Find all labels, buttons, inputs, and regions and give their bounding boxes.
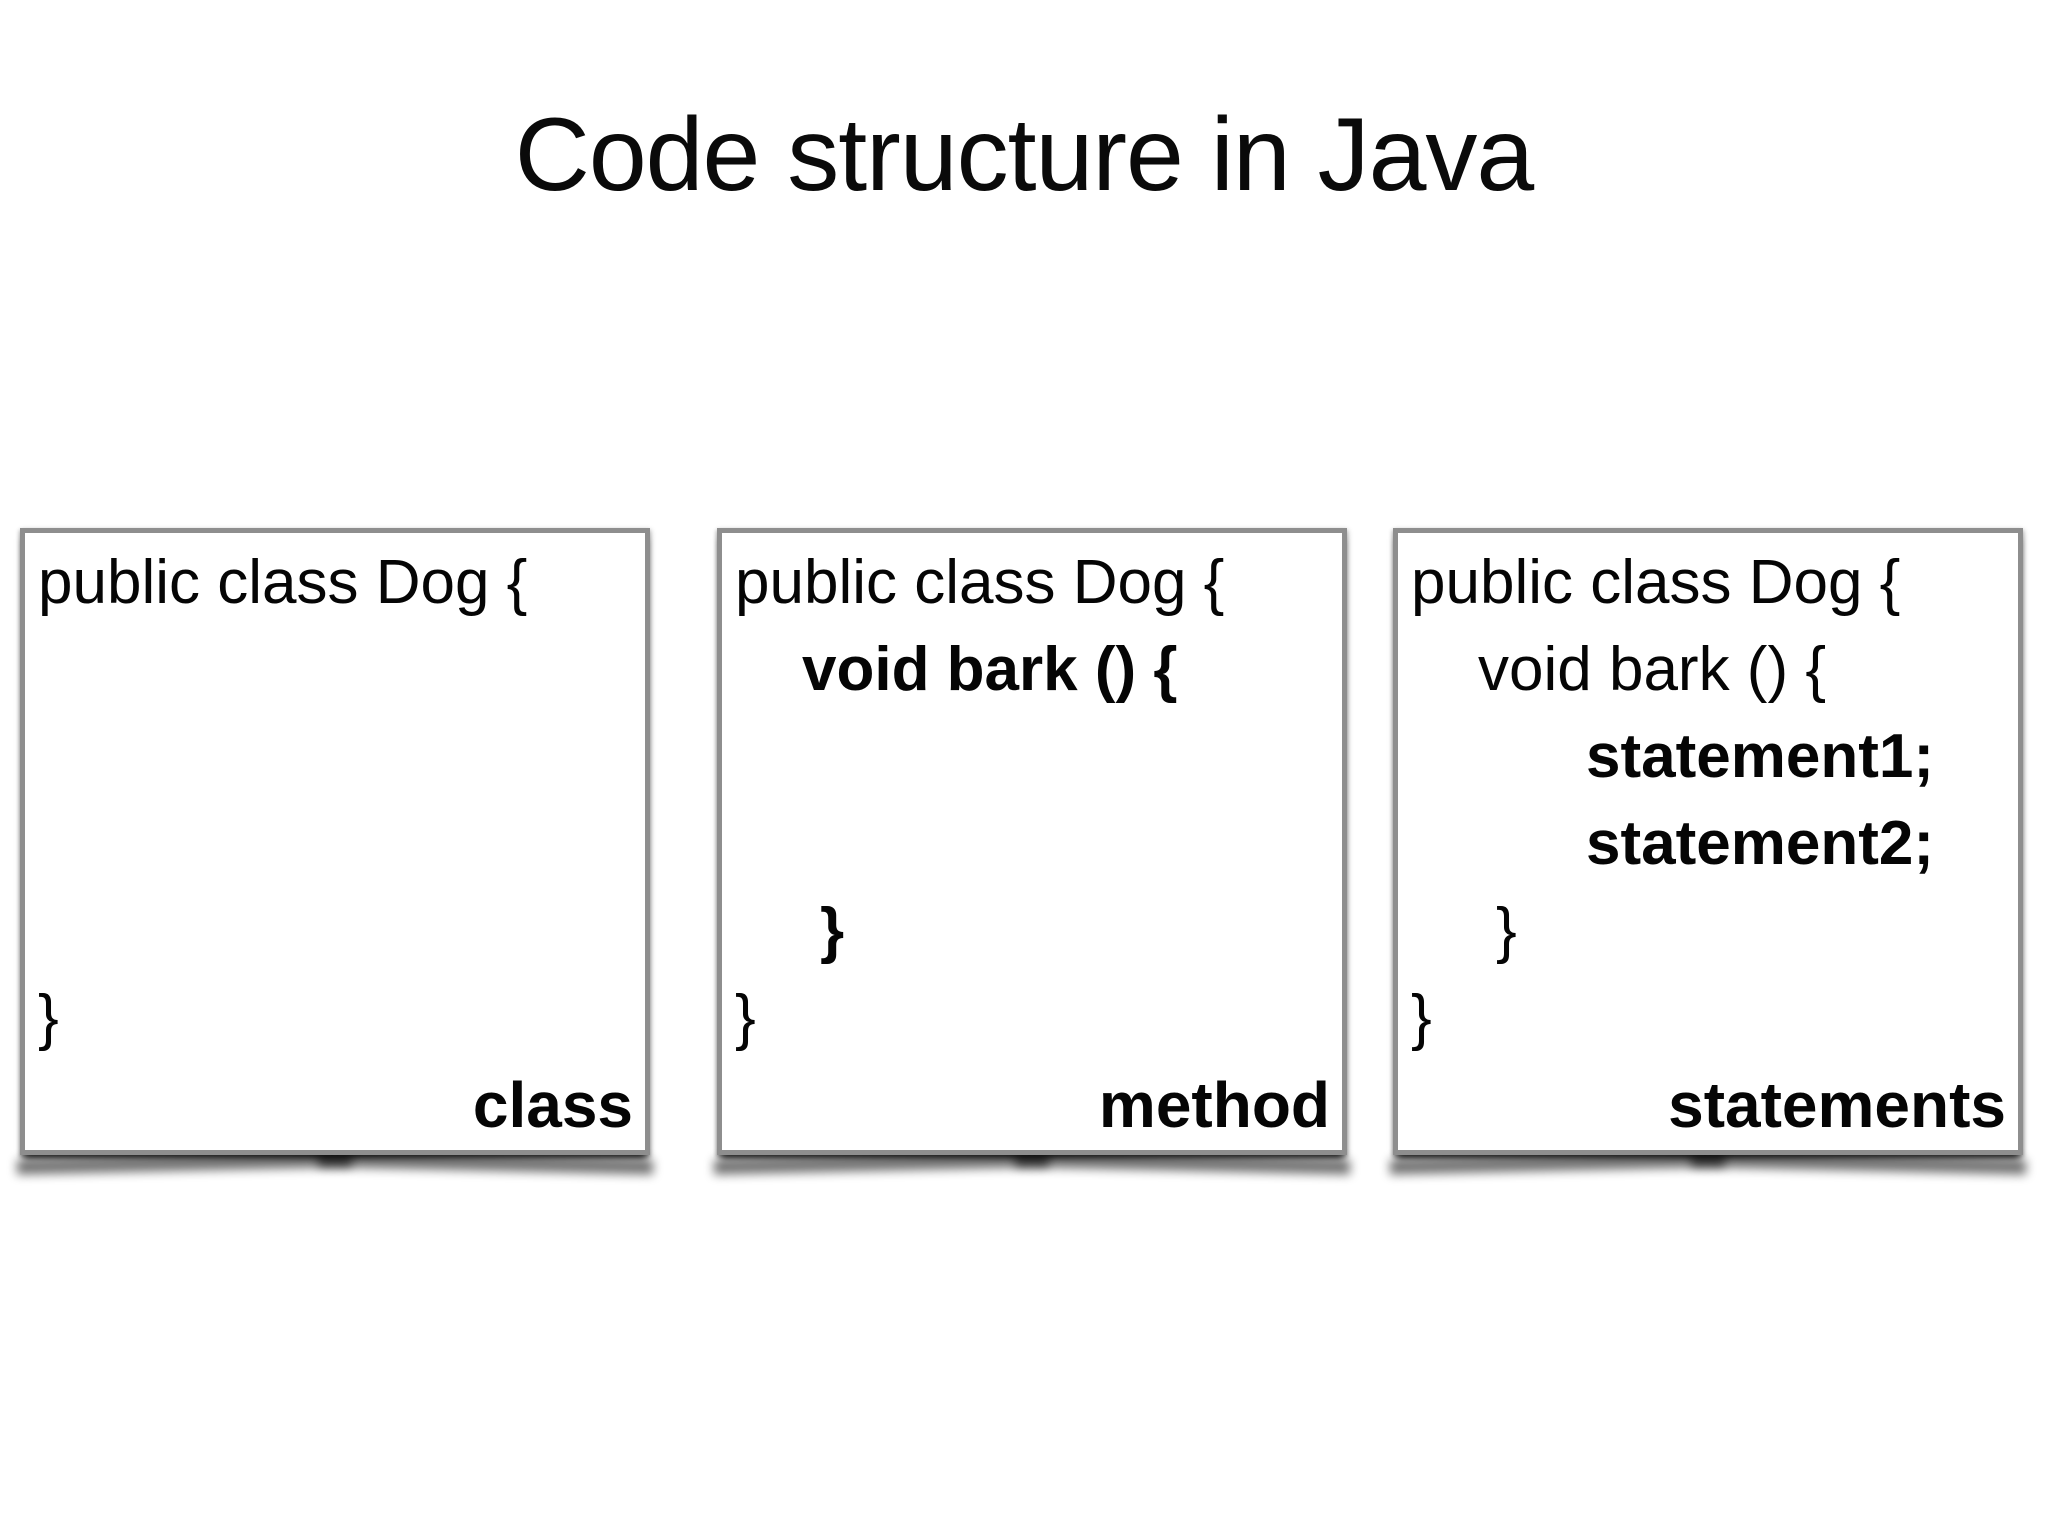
code-block-statements: public class Dog { void bark () { statem… — [1398, 533, 2018, 1061]
box-label-method: method — [1098, 1069, 1330, 1141]
code-line-statement1: statement1; — [1586, 722, 1934, 791]
code-line-class-open: public class Dog { — [38, 548, 528, 617]
box-label-class: class — [472, 1069, 633, 1141]
code-line-method-open: void bark () { — [802, 635, 1178, 704]
code-line-blank — [25, 626, 645, 713]
code-block-class: public class Dog { } — [25, 533, 645, 1061]
code-line-blank — [25, 887, 645, 974]
code-line-class-close: } — [735, 983, 756, 1052]
code-line-blank — [722, 713, 1342, 800]
code-box-class: public class Dog { } class — [20, 528, 650, 1155]
code-line-statement2: statement2; — [1586, 809, 1934, 878]
code-box-statements: public class Dog { void bark () { statem… — [1393, 528, 2023, 1155]
code-line-class-close: } — [38, 983, 59, 1052]
code-line-method-close: } — [820, 896, 845, 965]
code-line-method-open: void bark () { — [1478, 635, 1827, 704]
code-line-class-open: public class Dog { — [735, 548, 1225, 617]
code-box-method: public class Dog { void bark () { } } me… — [717, 528, 1347, 1155]
slide-title: Code structure in Java — [514, 97, 1535, 213]
code-line-blank — [25, 713, 645, 800]
code-line-blank — [722, 800, 1342, 887]
code-line-blank — [25, 800, 645, 887]
code-line-class-close: } — [1411, 983, 1432, 1052]
box-label-statements: statements — [1668, 1069, 2006, 1141]
code-line-method-close: } — [1496, 896, 1517, 965]
code-line-class-open: public class Dog { — [1411, 548, 1901, 617]
code-block-method: public class Dog { void bark () { } } — [722, 533, 1342, 1061]
